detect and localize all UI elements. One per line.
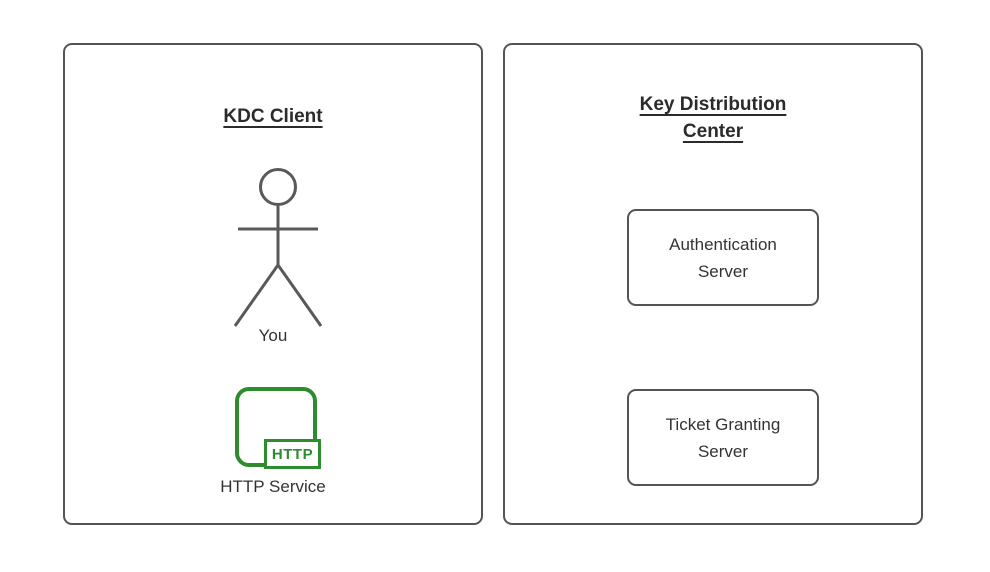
kdc-client-title-text: KDC Client [223,106,323,127]
key-distribution-center-panel: Key Distribution Center Authentication S… [503,43,923,525]
actor-head [259,168,297,206]
http-service-label: HTTP Service [220,477,326,496]
authentication-server-node: Authentication Server [627,209,819,306]
kdc-client-panel: KDC Client You HTTP HTTP Service [63,43,483,525]
http-service-icon: HTTP [235,387,321,469]
actor-left-leg [233,264,280,327]
key-distribution-center-title: Key Distribution Center [505,91,921,145]
stick-figure-actor-icon [218,167,338,329]
http-badge: HTTP [264,439,321,469]
ticket-granting-server-node: Ticket Granting Server [627,389,819,486]
key-distribution-center-title-text: Key Distribution Center [639,94,787,142]
kdc-client-title: KDC Client [65,103,481,130]
actor-right-leg [276,264,323,327]
actor-label: You [258,326,288,345]
